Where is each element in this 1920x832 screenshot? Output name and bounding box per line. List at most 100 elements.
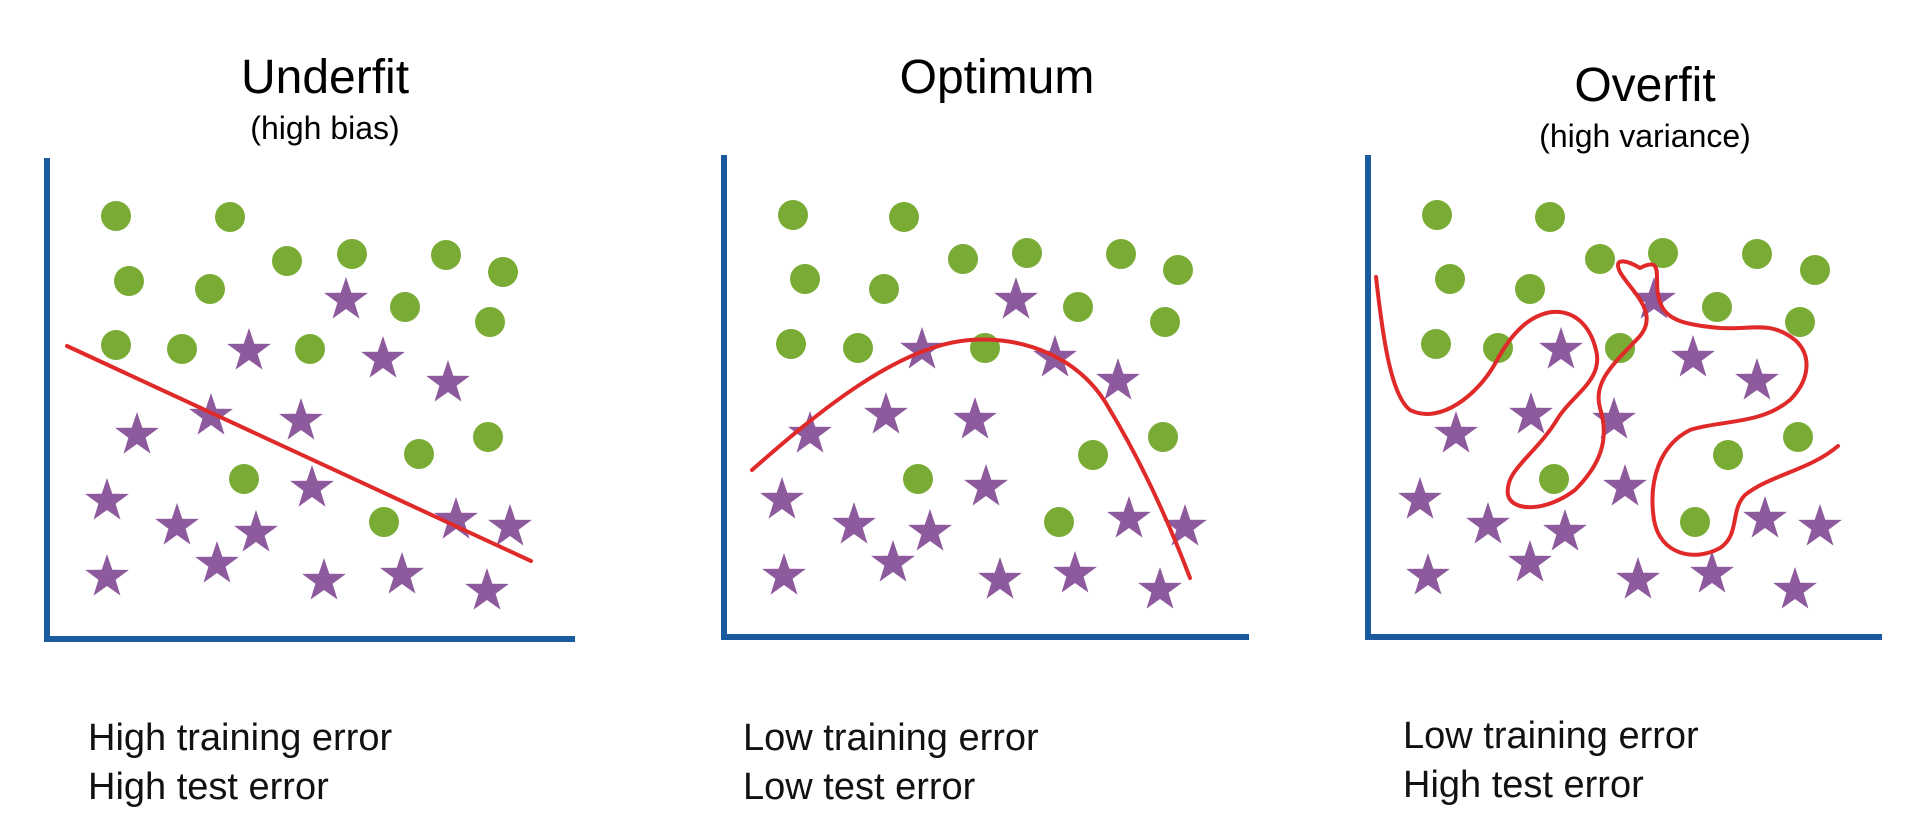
green-circle-marker <box>475 307 505 337</box>
caption-training-error: Low training error <box>743 717 1039 759</box>
purple-star-marker <box>1616 557 1660 599</box>
green-circle-marker <box>101 330 131 360</box>
green-circle-marker <box>1012 238 1042 268</box>
green-circle-marker <box>1785 307 1815 337</box>
purple-star-marker <box>361 336 405 378</box>
stars-optimum <box>760 277 1207 609</box>
caption-test-error: High test error <box>1403 764 1644 806</box>
green-circle-marker <box>1148 422 1178 452</box>
circles-optimum <box>776 200 1193 537</box>
purple-star-marker <box>832 502 876 544</box>
green-circle-marker <box>390 292 420 322</box>
green-circle-marker <box>167 334 197 364</box>
panel-optimum <box>721 155 1249 640</box>
green-circle-marker <box>195 274 225 304</box>
purple-star-marker <box>760 477 804 519</box>
green-circle-marker <box>1421 329 1451 359</box>
green-circle-marker <box>1422 200 1452 230</box>
green-circle-marker <box>1742 239 1772 269</box>
green-circle-marker <box>1680 507 1710 537</box>
purple-star-marker <box>279 398 323 440</box>
panel-title-overfit: Overfit <box>1574 59 1716 112</box>
panel-title-underfit: Underfit <box>240 51 410 104</box>
purple-star-marker <box>1508 540 1552 582</box>
purple-star-marker <box>155 503 199 545</box>
purple-star-marker <box>324 277 368 319</box>
purple-star-marker <box>195 541 239 583</box>
caption-test-error: High test error <box>88 766 329 808</box>
purple-star-marker <box>290 465 334 507</box>
green-circle-marker <box>889 202 919 232</box>
green-circle-marker <box>215 202 245 232</box>
green-circle-marker <box>101 201 131 231</box>
caption-optimum: Low training error Low test error <box>743 714 1039 812</box>
purple-star-marker <box>302 558 346 600</box>
green-circle-marker <box>404 439 434 469</box>
green-circle-marker <box>1535 202 1565 232</box>
green-circle-marker <box>488 257 518 287</box>
green-circle-marker <box>903 464 933 494</box>
purple-star-marker <box>1798 504 1842 546</box>
green-circle-marker <box>229 464 259 494</box>
axes-overfit <box>1365 155 1882 640</box>
purple-star-marker <box>85 554 129 596</box>
purple-star-marker <box>85 478 129 520</box>
caption-overfit: Low training error High test error <box>1403 712 1699 810</box>
purple-star-marker <box>1096 358 1140 400</box>
axes-underfit <box>44 158 575 642</box>
green-circle-marker <box>778 200 808 230</box>
panel-subtitle-underfit: (high bias) <box>250 110 400 146</box>
green-circle-marker <box>1713 440 1743 470</box>
purple-star-marker <box>1735 358 1779 400</box>
green-circle-marker <box>1515 274 1545 304</box>
green-circle-marker <box>1648 238 1678 268</box>
stars-underfit <box>85 277 532 610</box>
purple-star-marker <box>994 277 1038 319</box>
green-circle-marker <box>1044 507 1074 537</box>
green-circle-marker <box>1539 464 1569 494</box>
purple-star-marker <box>426 360 470 402</box>
purple-star-marker <box>1671 335 1715 377</box>
circles-underfit <box>101 201 518 537</box>
panel-subtitle-overfit: (high variance) <box>1539 118 1751 154</box>
purple-star-marker <box>762 553 806 595</box>
green-circle-marker <box>1483 333 1513 363</box>
green-circle-marker <box>369 507 399 537</box>
green-circle-marker <box>790 264 820 294</box>
green-circle-marker <box>869 274 899 304</box>
purple-star-marker <box>1466 502 1510 544</box>
purple-star-marker <box>1406 553 1450 595</box>
panel-title-optimum: Optimum <box>899 51 1095 104</box>
purple-star-marker <box>1539 327 1583 369</box>
green-circle-marker <box>1783 422 1813 452</box>
purple-star-marker <box>864 392 908 434</box>
purple-star-marker <box>871 540 915 582</box>
green-circle-marker <box>776 329 806 359</box>
panel-underfit <box>44 158 575 642</box>
green-circle-marker <box>1078 440 1108 470</box>
green-circle-marker <box>473 422 503 452</box>
purple-star-marker <box>1543 509 1587 551</box>
green-circle-marker <box>114 266 144 296</box>
green-circle-marker <box>295 334 325 364</box>
caption-training-error: High training error <box>88 717 393 759</box>
purple-star-marker <box>1107 496 1151 538</box>
purple-star-marker <box>380 552 424 594</box>
green-circle-marker <box>1163 255 1193 285</box>
circles-overfit <box>1421 200 1830 537</box>
green-circle-marker <box>1106 239 1136 269</box>
purple-star-marker <box>1509 392 1553 434</box>
green-circle-marker <box>1605 333 1635 363</box>
purple-star-marker <box>908 509 952 551</box>
stars-overfit <box>1398 277 1842 609</box>
caption-training-error: Low training error <box>1403 715 1699 757</box>
purple-star-marker <box>115 412 159 454</box>
green-circle-marker <box>843 333 873 363</box>
purple-star-marker <box>488 504 532 546</box>
purple-star-marker <box>1603 464 1647 506</box>
purple-star-marker <box>1743 496 1787 538</box>
caption-underfit: High training error High test error <box>88 714 392 812</box>
green-circle-marker <box>1585 244 1615 274</box>
purple-star-marker <box>227 328 271 370</box>
